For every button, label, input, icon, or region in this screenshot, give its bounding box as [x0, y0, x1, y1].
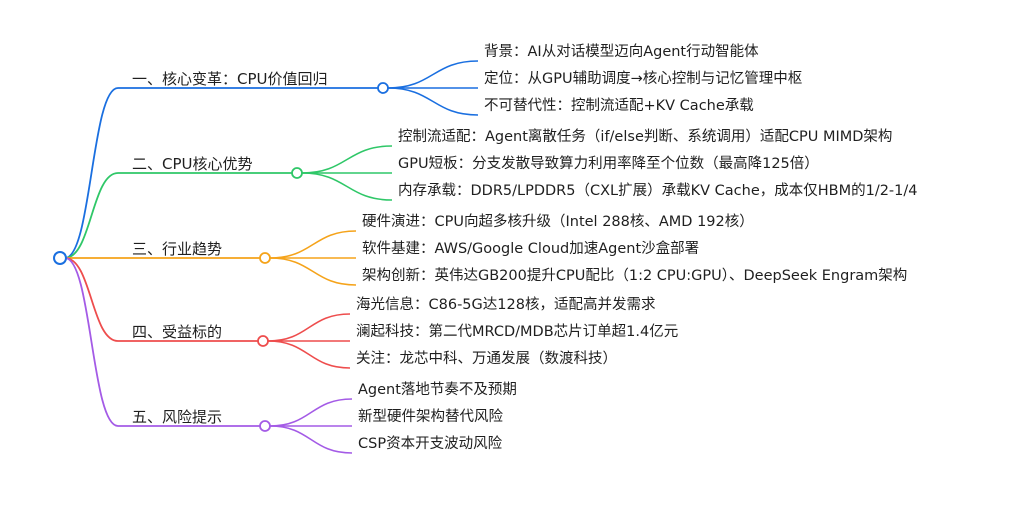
branch-label-4[interactable]: 四、受益标的: [132, 323, 223, 341]
branch-edge-2: [64, 172, 292, 259]
branch-label-2[interactable]: 二、CPU核心优势: [132, 155, 253, 173]
leaf-edge-5-3: [269, 425, 353, 454]
branch-label-1[interactable]: 一、核心变革：CPU价值回归: [132, 70, 328, 88]
branch-node-3[interactable]: [259, 252, 271, 264]
leaf-label-5-3[interactable]: CSP资本开支波动风险: [358, 436, 503, 452]
leaf-label-3-1[interactable]: 硬件演进：CPU向超多核升级（Intel 288核、AMD 192核）: [362, 214, 754, 230]
branch-edge-4: [64, 257, 258, 342]
leaf-label-1-2[interactable]: 定位：从GPU辅助调度→核心控制与记忆管理中枢: [484, 71, 803, 87]
leaf-edge-4-1: [267, 313, 351, 342]
leaf-label-2-1[interactable]: 控制流适配：Agent离散任务（if/else判断、系统调用）适配CPU MIM…: [398, 129, 893, 145]
leaf-label-2-2[interactable]: GPU短板：分支发散导致算力利用率降至个位数（最高降125倍）: [398, 156, 819, 172]
leaf-edge-5-1: [269, 398, 353, 427]
leaf-label-1-1[interactable]: 背景：AI从对话模型迈向Agent行动智能体: [484, 44, 759, 60]
root-node[interactable]: [53, 251, 67, 265]
branch-label-5[interactable]: 五、风险提示: [132, 408, 223, 426]
leaf-edge-1-3: [387, 87, 479, 116]
branch-node-1[interactable]: [377, 82, 389, 94]
leaf-edge-3-1: [269, 230, 357, 259]
leaf-edge-4-3: [267, 340, 351, 369]
branch-edge-5: [64, 257, 260, 427]
branch-node-4[interactable]: [257, 335, 269, 347]
leaf-label-5-1[interactable]: Agent落地节奏不及预期: [358, 382, 517, 398]
leaf-label-4-3[interactable]: 关注：龙芯中科、万通发展（数渡科技）: [356, 351, 617, 367]
leaf-edge-3-3: [269, 257, 357, 286]
branch-node-2[interactable]: [291, 167, 303, 179]
leaf-label-4-1[interactable]: 海光信息：C86-5G达128核，适配高并发需求: [356, 297, 656, 313]
leaf-label-3-3[interactable]: 架构创新：英伟达GB200提升CPU配比（1:2 CPU:GPU）、DeepSe…: [362, 268, 908, 284]
leaf-label-5-2[interactable]: 新型硬件架构替代风险: [358, 409, 503, 425]
leaf-label-1-3[interactable]: 不可替代性：控制流适配+KV Cache承载: [484, 98, 754, 114]
branch-node-5[interactable]: [259, 420, 271, 432]
branch-label-3[interactable]: 三、行业趋势: [132, 240, 223, 258]
branch-edge-1: [64, 87, 378, 259]
leaf-label-2-3[interactable]: 内存承载：DDR5/LPDDR5（CXL扩展）承载KV Cache，成本仅HBM…: [398, 183, 918, 199]
leaf-label-3-2[interactable]: 软件基建：AWS/Google Cloud加速Agent沙盒部署: [362, 241, 700, 257]
leaf-label-4-2[interactable]: 澜起科技：第二代MRCD/MDB芯片订单超1.4亿元: [356, 324, 679, 340]
leaf-edge-1-1: [387, 60, 479, 89]
leaf-edge-2-1: [301, 145, 393, 174]
leaf-edge-2-3: [301, 172, 393, 201]
